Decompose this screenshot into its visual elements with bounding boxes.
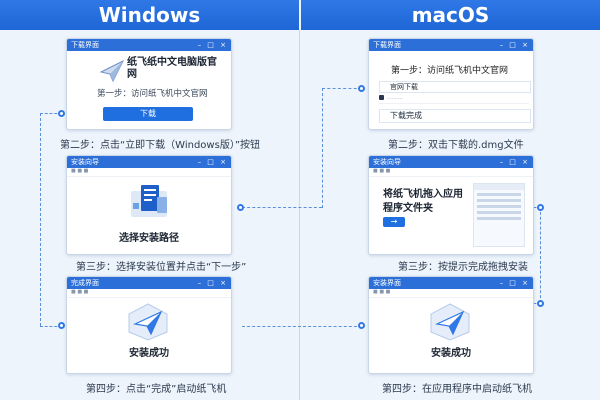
connector-mid-top xyxy=(322,88,362,90)
mac-step3-caption: 第三步：按提示完成拖拽安装 xyxy=(398,262,528,273)
macos-column-header: macOS xyxy=(301,0,600,30)
download-headline: 纸飞纸中文电脑版官网 xyxy=(127,57,217,80)
window-controls[interactable]: – □ × xyxy=(197,158,228,166)
window-toolbar: ■ ■ ■ xyxy=(67,289,231,298)
connector-win-1 xyxy=(40,113,62,115)
column-divider xyxy=(299,30,300,400)
window-title: 下载界面 xyxy=(71,41,99,49)
window-controls[interactable]: – □ × xyxy=(499,41,530,49)
window-titlebar: 安装界面 – □ × xyxy=(369,277,533,289)
connector-win-1v xyxy=(40,113,42,326)
win-install-window: 安装向导 – □ × ■ ■ ■ 选择安装路径 xyxy=(66,155,232,255)
applications-folder-panel xyxy=(473,183,525,247)
mac-install-window: 安装向导 – □ × ■ ■ ■ 将纸飞机拖入应用 程序文件夹 → xyxy=(368,155,534,255)
connector-node xyxy=(537,204,544,211)
download-step-text: 第一步：访问纸飞机中文官网 xyxy=(97,89,208,99)
connector-win-2 xyxy=(242,207,322,209)
install-headline: 选择安装路径 xyxy=(119,233,179,244)
mac-drag-headline-2: 程序文件夹 xyxy=(383,203,433,214)
connector-node xyxy=(537,300,544,307)
win-done-window: 完成界面 – □ × ■ ■ ■ 安装成功 xyxy=(66,276,232,374)
connector-node xyxy=(358,85,365,92)
connector-node xyxy=(58,110,65,117)
mac-drag-arrow-button[interactable]: → xyxy=(383,217,405,227)
window-toolbar: ■ ■ ■ xyxy=(67,168,231,177)
connector-bottom xyxy=(242,326,362,328)
mac-step-text: 第一步：访问纸飞机中文官网 xyxy=(391,66,509,76)
win-step3-caption: 第三步：选择安装位置并点击“下一步” xyxy=(76,262,247,273)
window-title: 安装向导 xyxy=(373,158,401,166)
done-headline: 安装成功 xyxy=(129,348,169,359)
window-title: 安装向导 xyxy=(71,158,99,166)
win-download-window: 下载界面 – □ × 纸飞纸中文电脑版官网 第一步：访问纸飞机中文官网 下载 xyxy=(66,38,232,130)
mac-done-headline: 安装成功 xyxy=(431,348,471,359)
mac-step2-caption: 第二步：双击下载的.dmg文件 xyxy=(388,140,524,151)
win-step2-caption: 第二步：点击“立即下载（Windows版）”按钮 xyxy=(60,140,260,151)
window-title: 完成界面 xyxy=(71,279,99,287)
window-toolbar: ■ ■ ■ xyxy=(369,289,533,298)
mac-step4-caption: 第四步：在应用程序中启动纸飞机 xyxy=(382,384,532,395)
window-controls[interactable]: – □ × xyxy=(499,279,530,287)
mac-done-window: 安装界面 – □ × ■ ■ ■ 安装成功 xyxy=(368,276,534,374)
download-button[interactable]: 下载 xyxy=(103,107,193,121)
mac-official-download-item[interactable]: 官网下载 xyxy=(379,81,531,93)
mac-drag-headline-1: 将纸飞机拖入应用 xyxy=(383,189,463,200)
mac-download-progress-row: ·········· xyxy=(379,95,529,104)
connector-mac-right xyxy=(540,207,542,303)
window-titlebar: 安装向导 – □ × xyxy=(67,156,231,168)
window-titlebar: 下载界面 – □ × xyxy=(67,39,231,51)
window-titlebar: 完成界面 – □ × xyxy=(67,277,231,289)
install-path-icon xyxy=(131,185,167,217)
window-title: 下载界面 xyxy=(373,41,401,49)
windows-column-header: Windows xyxy=(0,0,299,30)
connector-node xyxy=(237,204,244,211)
window-controls[interactable]: – □ × xyxy=(197,279,228,287)
connector-node xyxy=(58,322,65,329)
win-step4-caption: 第四步：点击“完成”启动纸飞机 xyxy=(86,384,227,395)
mac-download-window: 下载界面 – □ × 第一步：访问纸飞机中文官网 官网下载 ··········… xyxy=(368,38,534,130)
security-icon xyxy=(379,95,384,100)
window-titlebar: 下载界面 – □ × xyxy=(369,39,533,51)
paper-plane-logo-icon xyxy=(99,59,125,83)
window-toolbar: ■ ■ ■ xyxy=(369,168,533,177)
paper-plane-icon xyxy=(128,303,168,341)
window-titlebar: 安装向导 – □ × xyxy=(369,156,533,168)
mac-download-done-item: 下载完成 xyxy=(379,109,531,123)
window-controls[interactable]: – □ × xyxy=(197,41,228,49)
window-controls[interactable]: – □ × xyxy=(499,158,530,166)
connector-win-1h xyxy=(40,326,62,328)
connector-mid-up xyxy=(322,88,324,208)
paper-plane-icon xyxy=(430,303,470,341)
connector-node xyxy=(358,322,365,329)
window-title: 安装界面 xyxy=(373,279,401,287)
